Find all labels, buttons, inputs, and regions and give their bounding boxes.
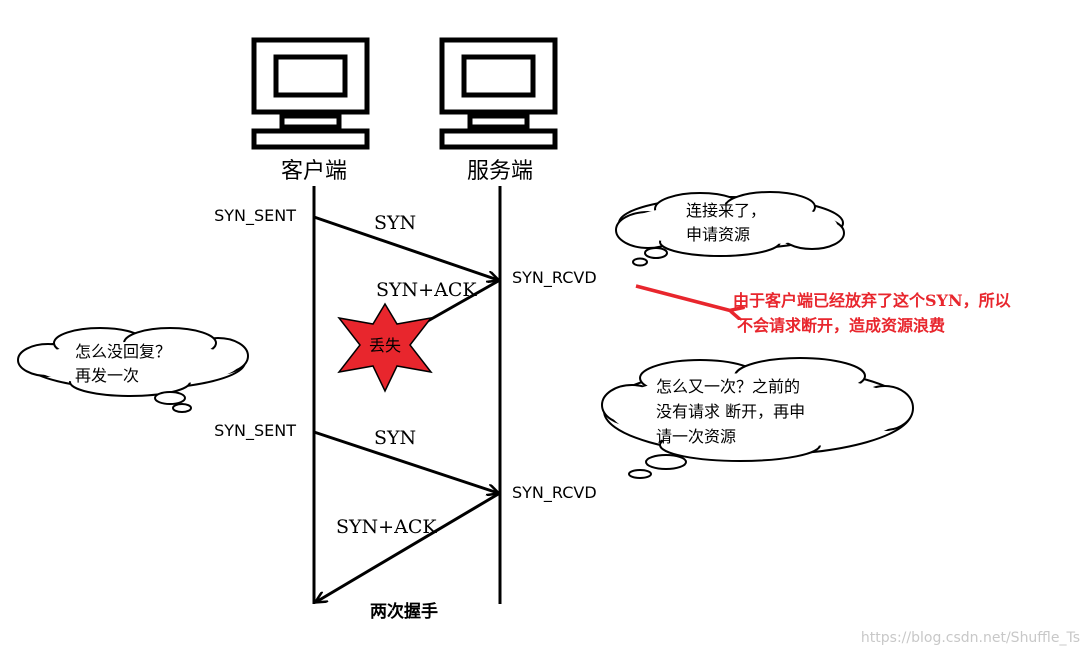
watermark: https://blog.csdn.net/Shuffle_Ts bbox=[861, 630, 1080, 646]
annotation-arrow bbox=[635, 284, 732, 311]
synack-label-2: SYN+ACK bbox=[336, 516, 437, 538]
bubble-server-2-line-1: 怎么又一次？之前的 bbox=[656, 377, 800, 396]
bubble-server-1-line-1: 连接来了， bbox=[686, 201, 766, 220]
syn-label-1: SYN bbox=[374, 212, 416, 234]
annotation-line-2: 不会请求断开，造成资源浪费 bbox=[737, 316, 945, 335]
lost-star-icon bbox=[337, 302, 433, 393]
annotation-line-1: 由于客户端已经放弃了这个SYN，所以 bbox=[733, 291, 1011, 310]
bubble-server-1-line-2: 申请资源 bbox=[686, 225, 750, 244]
synack-lost-line bbox=[425, 278, 501, 324]
bubble-client-1-line-2: 再发一次 bbox=[75, 366, 139, 385]
bubble-server-2-line-2: 没有请求 断开，再申 bbox=[656, 402, 805, 421]
synack-label-1: SYN+ACK bbox=[376, 279, 477, 301]
state-syn-rcvd-2: SYN_RCVD bbox=[512, 483, 597, 503]
lost-label: 丢失 bbox=[369, 336, 401, 355]
client-label: 客户端 bbox=[281, 159, 347, 184]
state-syn-sent-2: SYN_SENT bbox=[214, 421, 296, 441]
syn-label-2: SYN bbox=[374, 427, 416, 449]
bubble-client-1-line-1: 怎么没回复？ bbox=[75, 342, 171, 361]
server-computer-icon bbox=[439, 37, 558, 150]
footer-label: 两次握手 bbox=[370, 601, 438, 622]
syn-arrow-2 bbox=[313, 430, 498, 493]
client-computer-icon bbox=[251, 37, 370, 150]
state-syn-sent-1: SYN_SENT bbox=[214, 206, 296, 226]
server-label: 服务端 bbox=[467, 159, 533, 184]
syn-arrow-1 bbox=[313, 215, 498, 280]
bubble-server-2-line-3: 请一次资源 bbox=[656, 427, 736, 446]
synack-arrow-2 bbox=[316, 491, 501, 602]
state-syn-rcvd-1: SYN_RCVD bbox=[512, 268, 597, 288]
